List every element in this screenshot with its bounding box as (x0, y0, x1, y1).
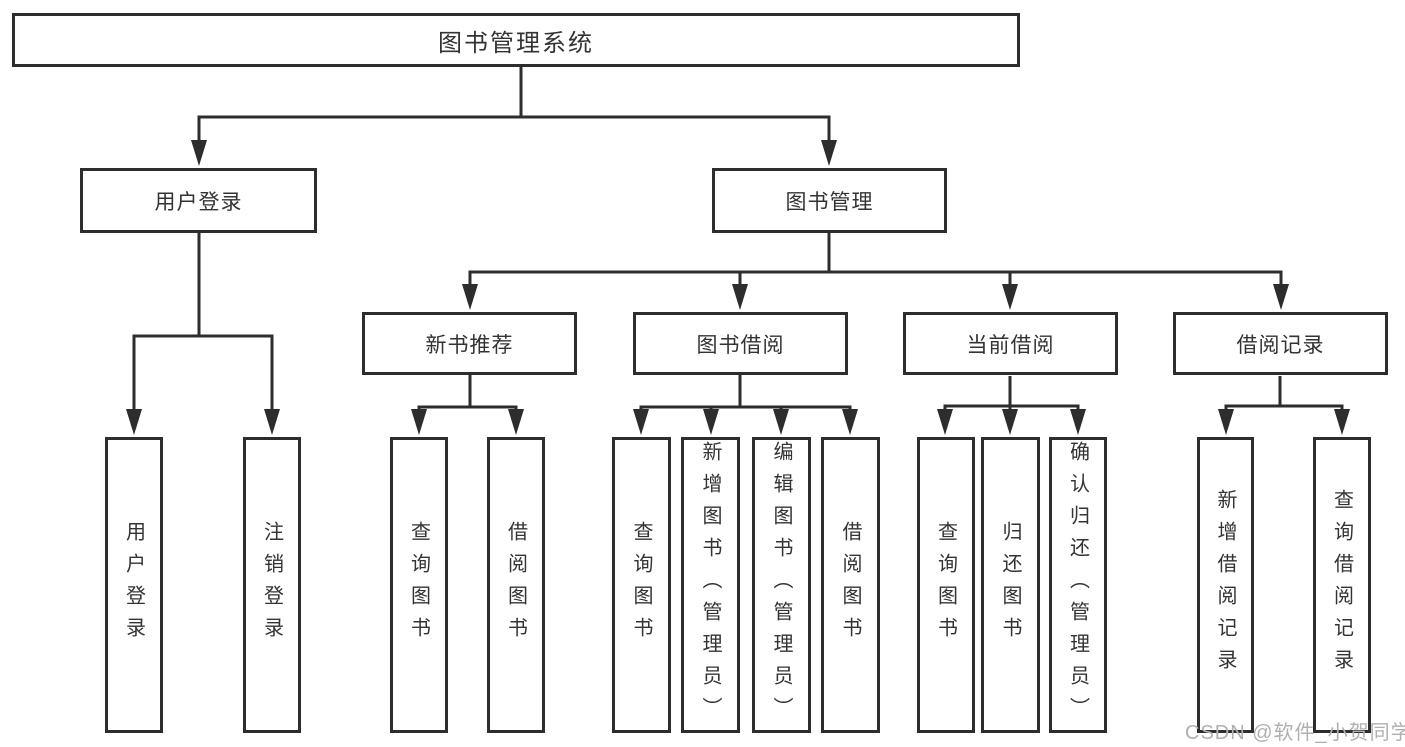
arrowhead-nb-query (411, 409, 427, 435)
arrowhead-borrowing-records (1273, 284, 1289, 310)
leaf-edit-books-admin: 编辑图书（管理员） (752, 437, 811, 733)
node-user-login: 用户登录 (80, 168, 317, 233)
node-book-management: 图书管理 (712, 168, 947, 233)
arrowhead-bb-add (703, 409, 719, 435)
arrowhead-new-book-recommend (462, 284, 478, 310)
leaf-query-books-borrowing: 查询图书 (612, 437, 671, 733)
arrowhead-br-add (1218, 409, 1234, 435)
leaf-confirm-return-admin: 确认归还（管理员） (1049, 437, 1107, 733)
arrowhead-nb-borrow (508, 409, 524, 435)
leaf-user-login: 用户登录 (105, 437, 163, 733)
leaf-add-borrow-record: 新增借阅记录 (1197, 437, 1254, 733)
connector-level2-rail (197, 115, 831, 146)
node-new-book-recommend: 新书推荐 (362, 312, 577, 375)
arrowhead-bb-query (633, 409, 649, 435)
arrowhead-bb-borrow (842, 409, 858, 435)
connector-new-book-rail (417, 405, 518, 412)
connector-records-rail (1224, 404, 1344, 411)
arrowhead-leaf-logout (264, 409, 280, 435)
node-book-borrowing: 图书借阅 (633, 312, 848, 375)
arrowhead-bb-edit (773, 409, 789, 435)
node-library-system: 图书管理系统 (12, 13, 1020, 67)
leaf-borrow-books-borrowing: 借阅图书 (821, 437, 880, 733)
arrowhead-leaf-user-login (126, 409, 142, 435)
csdn-watermark: CSDN @软件_小贺同学 (1185, 722, 1405, 744)
leaf-query-borrow-record: 查询借阅记录 (1313, 437, 1371, 733)
node-current-borrowing: 当前借阅 (903, 312, 1118, 375)
connector-book-borrow-rail (639, 405, 852, 412)
leaf-query-books-recommend: 查询图书 (390, 437, 448, 733)
arrowhead-cb-query (937, 409, 953, 435)
leaf-add-books-admin: 新增图书（管理员） (681, 437, 740, 733)
leaf-query-books-current: 查询图书 (917, 437, 975, 733)
connector-level3-rail (468, 270, 1283, 286)
connector-user-login-rail (132, 334, 274, 410)
leaf-return-books: 归还图书 (981, 437, 1040, 733)
leaf-borrow-books-recommend: 借阅图书 (487, 437, 545, 733)
arrowhead-cb-return (1002, 409, 1018, 435)
arrowhead-book-borrowing (732, 284, 748, 310)
node-borrowing-records: 借阅记录 (1173, 312, 1388, 375)
arrowhead-book-mgmt (821, 140, 837, 166)
arrowhead-current-borrowing (1002, 284, 1018, 310)
arrowhead-cb-confirm (1070, 409, 1086, 435)
arrowhead-br-query (1334, 409, 1350, 435)
arrowhead-user-login (191, 140, 207, 166)
leaf-logout: 注销登录 (243, 437, 301, 733)
